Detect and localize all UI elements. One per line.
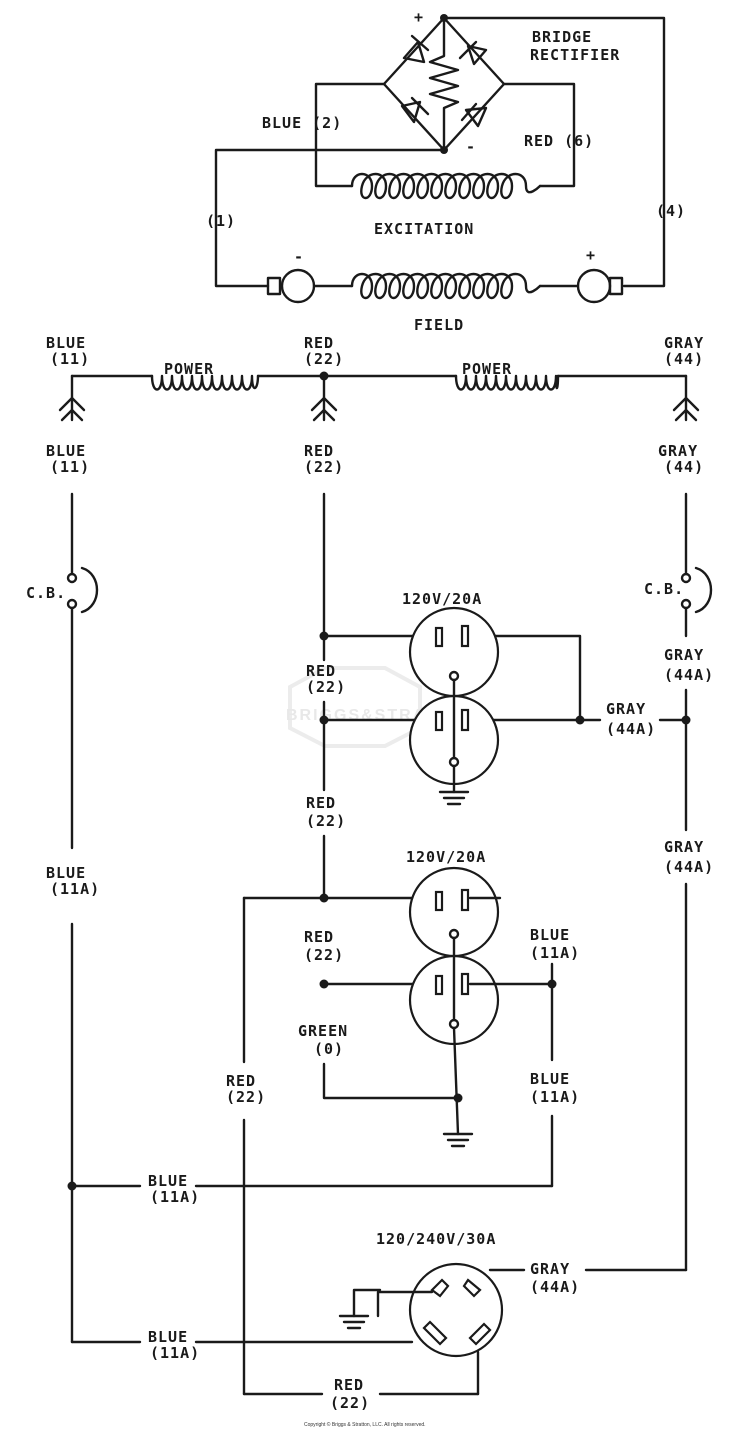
- blue-11a-left-num: (11A): [50, 880, 100, 898]
- cb-right-label: C.B.: [644, 580, 684, 598]
- field-winding: (1) (4) - + FIELD: [206, 202, 686, 334]
- twistlock-outlet: 120/240V/30A: [338, 1230, 504, 1358]
- blue-11a-r2-num: (11A): [530, 1088, 580, 1106]
- blue-11a-bus-name: BLUE: [148, 1172, 188, 1190]
- red-22-top-name: RED: [304, 334, 334, 352]
- gray-44a-a-num: (44A): [664, 666, 714, 684]
- blue-11-top-num: (11): [50, 350, 90, 368]
- diode-icon-3: [400, 96, 430, 124]
- gray-44-mid-name: GRAY: [658, 442, 698, 460]
- blue-11a-r1-num: (11A): [530, 944, 580, 962]
- gray-44a-c-num: (44A): [530, 1278, 580, 1296]
- copyright-text: Copyright © Briggs & Stratton, LLC. All …: [304, 1421, 426, 1428]
- diode-icon-4: [460, 102, 488, 128]
- resistor-icon: [428, 16, 460, 152]
- excitation-winding: BLUE (2) RED (6) EXCITATION: [262, 114, 594, 238]
- red-22-left-name: RED: [226, 1072, 256, 1090]
- red-22-b-name: RED: [306, 794, 336, 812]
- brush-icon-left: [280, 268, 316, 304]
- red-22-c-name: RED: [304, 928, 334, 946]
- twistlock-receptacle-icon: [408, 1262, 504, 1358]
- diode-icon-1: [402, 34, 430, 64]
- gray-44-top-num: (44): [664, 350, 704, 368]
- gray-44a-mid-name: GRAY: [606, 700, 646, 718]
- gray-44a-a-name: GRAY: [664, 646, 704, 664]
- green-0-num: (0): [314, 1040, 344, 1058]
- blue-leg: C.B. BLUE (11A) BLUE (11A) BLUE (11A): [26, 492, 554, 1362]
- red-22-mid-name: RED: [304, 442, 334, 460]
- red-22-c-num: (22): [304, 946, 344, 964]
- duplex-outlet-lower: 120V/20A BLUE (11A) BLUE (11A): [406, 848, 580, 1188]
- ground-icon: [442, 1132, 474, 1148]
- coil-icon: [350, 172, 542, 200]
- field-label: FIELD: [414, 316, 464, 334]
- power-windings: POWER POWER: [70, 360, 688, 391]
- red-22-a-name: RED: [306, 662, 336, 680]
- blue-11-mid-num: (11): [50, 458, 90, 476]
- twistlock-label: 120/240V/30A: [376, 1230, 496, 1248]
- field-plus-label: +: [586, 246, 596, 264]
- red-22-b-num: (22): [306, 812, 346, 830]
- red-22-a-num: (22): [306, 678, 346, 696]
- brush-icon-right: [576, 268, 612, 304]
- red-6-label: RED (6): [524, 132, 594, 150]
- blue-11a-bottom-name: BLUE: [148, 1328, 188, 1346]
- red-22-mid-num: (22): [304, 458, 344, 476]
- ground-icon: [438, 790, 470, 806]
- excitation-label: EXCITATION: [374, 220, 474, 238]
- blue-11a-r2-name: BLUE: [530, 1070, 570, 1088]
- gray-44-top-name: GRAY: [664, 334, 704, 352]
- power-left-label: POWER: [164, 360, 214, 378]
- gray-44a-b-name: GRAY: [664, 838, 704, 856]
- rectifier-plus-label: +: [414, 8, 424, 26]
- connector-icon-red: [310, 374, 338, 422]
- red-22-top-num: (22): [304, 350, 344, 368]
- bridge-rectifier: + - BRIDGE RECTIFIER: [214, 8, 666, 288]
- outlet-upper-label: 120V/20A: [402, 590, 482, 608]
- field-coil-icon: [350, 272, 542, 300]
- red-leg: RED (22) RED (22) RED (22) RED (22) RED …: [226, 492, 480, 1412]
- blue-2-label: BLUE (2): [262, 114, 342, 132]
- circuit-breaker-icon-left: [80, 566, 99, 614]
- blue-11-top-name: BLUE: [46, 334, 86, 352]
- ground-icon: [338, 1314, 370, 1330]
- circuit-breaker-icon-right: [694, 566, 713, 614]
- terminal-labels: BLUE (11) RED (22) GRAY (44): [46, 334, 704, 368]
- diode-icon-2: [458, 40, 488, 66]
- connector-icon-gray: [672, 374, 700, 422]
- blue-11a-bus-num: (11A): [150, 1188, 200, 1206]
- gray-44a-c-name: GRAY: [530, 1260, 570, 1278]
- blue-11a-bottom-num: (11A): [150, 1344, 200, 1362]
- rectifier-minus-label: -: [466, 138, 476, 156]
- gray-44a-b-num: (44A): [664, 858, 714, 876]
- connectors: BLUE (11) RED (22) GRAY (44): [46, 374, 704, 476]
- gray-44-mid-num: (44): [664, 458, 704, 476]
- cb-left-label: C.B.: [26, 584, 66, 602]
- green-0-name: GREEN: [298, 1022, 348, 1040]
- red-22-bottom-name: RED: [334, 1376, 364, 1394]
- blue-11a-left-name: BLUE: [46, 864, 86, 882]
- power-coil-left-icon: [150, 374, 260, 391]
- wire-1-label: (1): [206, 212, 236, 230]
- wire-4-label: (4): [656, 202, 686, 220]
- gray-44a-mid-num: (44A): [606, 720, 656, 738]
- connector-icon-blue: [58, 374, 86, 422]
- power-coil-right-icon: [454, 374, 560, 391]
- red-22-left-num: (22): [226, 1088, 266, 1106]
- duplex-outlet-upper: 120V/20A: [402, 590, 500, 806]
- blue-11a-r1-name: BLUE: [530, 926, 570, 944]
- blue-11-mid-name: BLUE: [46, 442, 86, 460]
- gray-leg: C.B. GRAY (44A) GRAY (44A) GRAY (44A) GR…: [468, 492, 714, 1296]
- field-minus-label: -: [294, 248, 304, 266]
- power-right-label: POWER: [462, 360, 512, 378]
- red-22-bottom-num: (22): [330, 1394, 370, 1412]
- rectifier-title-2: RECTIFIER: [530, 46, 620, 64]
- rectifier-title-1: BRIDGE: [532, 28, 592, 46]
- outlet-lower-label: 120V/20A: [406, 848, 486, 866]
